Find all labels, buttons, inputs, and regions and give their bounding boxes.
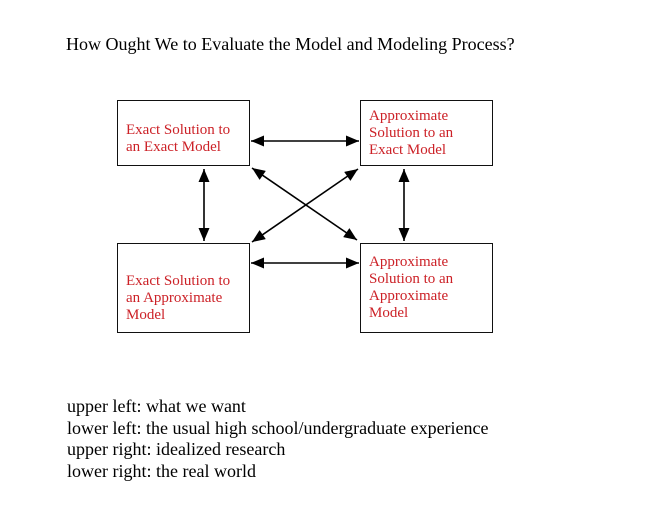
lower-left-box: Exact Solution to an Approximate Model (117, 243, 250, 333)
arrow-diagonal-lowerleft-upperright (251, 168, 359, 243)
legend: upper left: what we want lower left: the… (67, 396, 489, 482)
legend-line-upper-left: upper left: what we want (67, 396, 246, 416)
upper-left-box: Exact Solution to an Exact Model (117, 100, 250, 166)
slide-title: How Ought We to Evaluate the Model and M… (66, 34, 515, 54)
legend-line-lower-right: lower right: the real world (67, 460, 256, 481)
legend-line-lower-left: lower left: the usual high school/underg… (67, 417, 489, 438)
arrow-diagonal-upperleft-lowerright (251, 167, 358, 241)
upper-right-box: Approximate Solution to an Exact Model (360, 100, 493, 166)
upper-left-box-label: Exact Solution to an Exact Model (126, 122, 231, 155)
upper-right-box-label: Approximate Solution to an Exact Model (369, 107, 454, 158)
lower-right-box-label: Approximate Solution to an Approximate M… (369, 254, 454, 321)
lower-right-box: Approximate Solution to an Approximate M… (360, 243, 493, 333)
legend-line-upper-right: upper right: idealized research (67, 439, 286, 459)
lower-left-box-label: Exact Solution to an Approximate Model (126, 272, 231, 323)
